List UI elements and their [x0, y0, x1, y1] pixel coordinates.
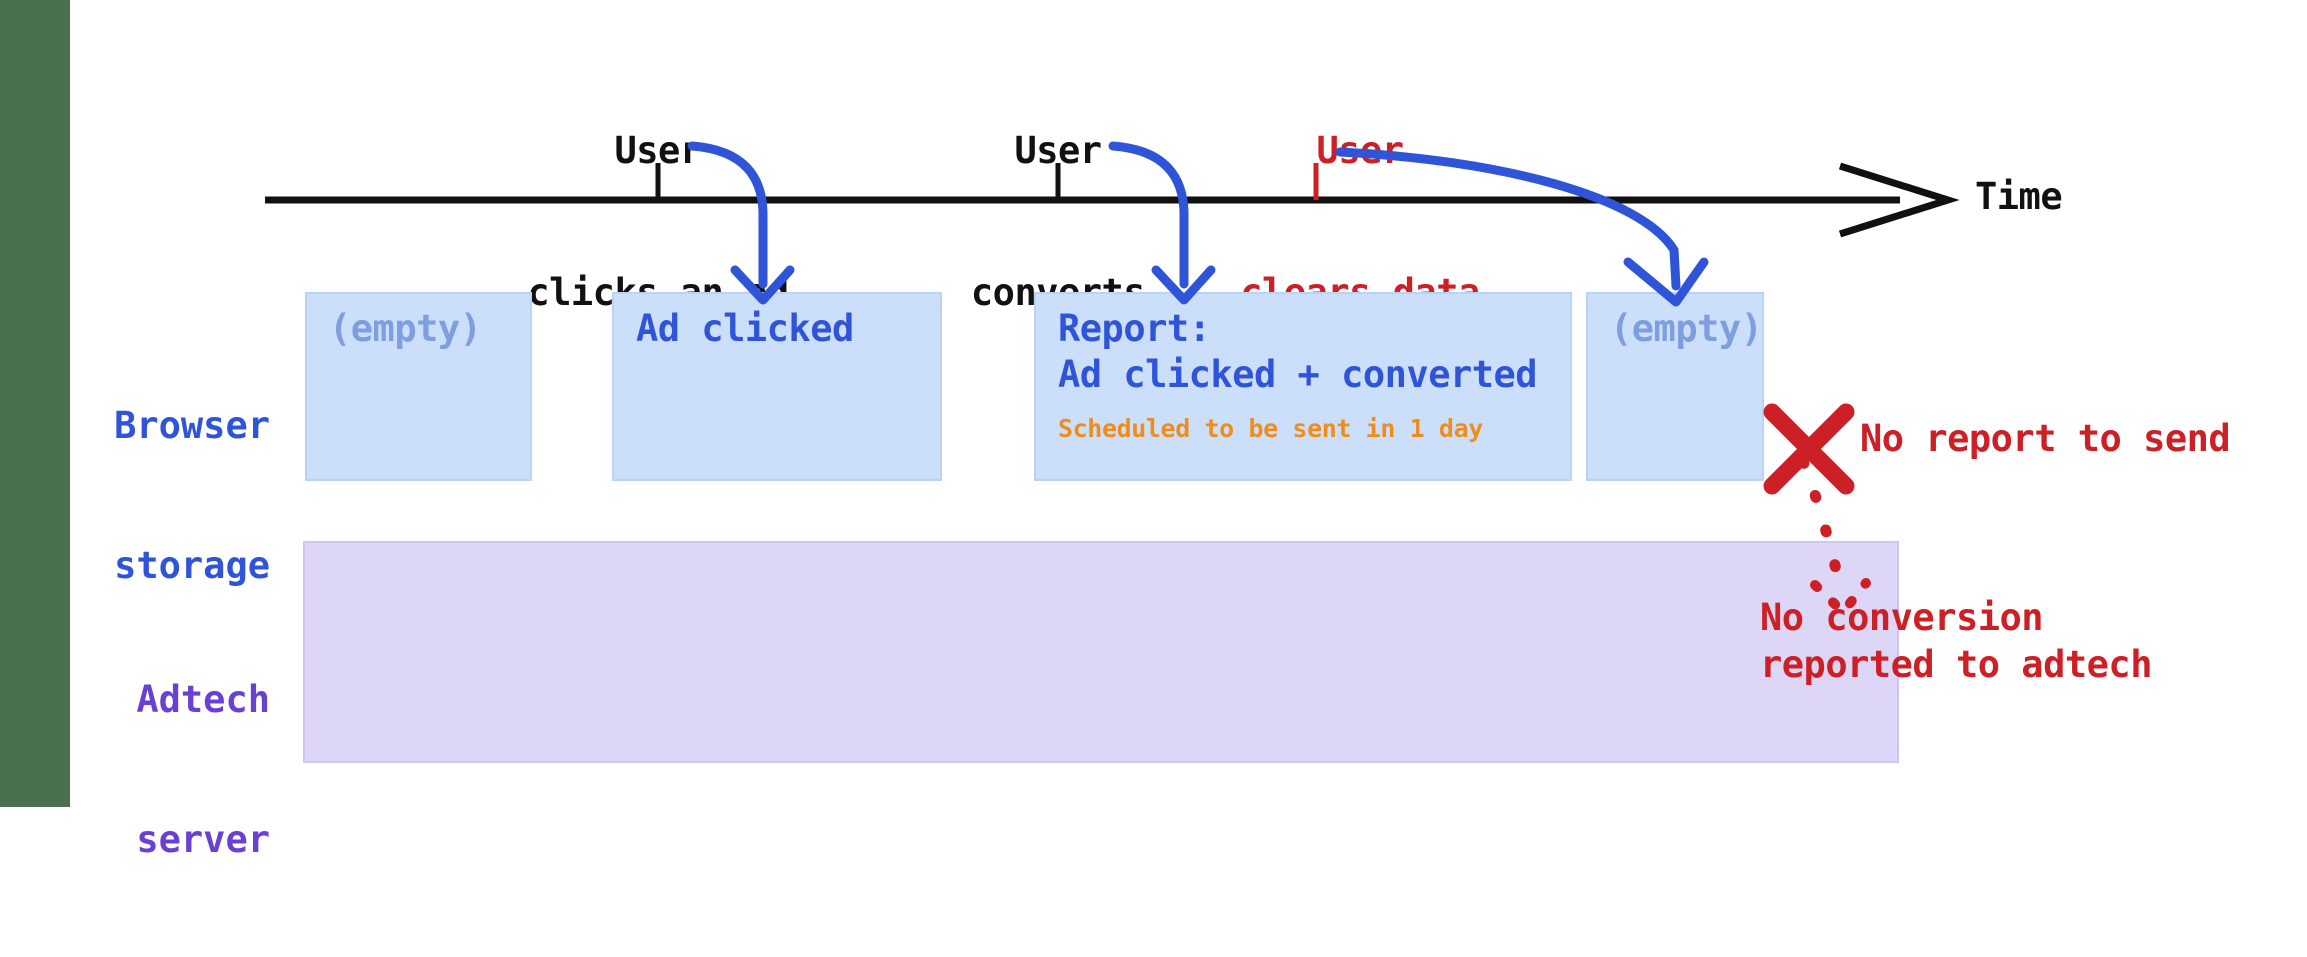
time-axis-arrowhead — [1838, 162, 1960, 238]
diagram-canvas: User clicks an ad User converts User cle… — [0, 0, 2231, 862]
cross-icon — [1763, 403, 1855, 495]
row-label-line1: Adtech — [136, 678, 270, 722]
storage-box-ad-clicked: Ad clicked — [612, 292, 942, 481]
cross-icon — [1763, 403, 1855, 495]
annotation-no-conversion-reported: No conversion reported to adtech — [1760, 596, 2152, 687]
row-label-adtech-server: Adtech server — [40, 584, 270, 957]
storage-box-schedule-note: Scheduled to be sent in 1 day — [1058, 414, 1483, 443]
timeline-event-line1: User — [614, 128, 702, 172]
time-axis-label: Time — [1975, 175, 2063, 218]
row-label-browser-storage: Browser storage — [40, 310, 270, 683]
storage-box-text: Ad clicked — [636, 307, 854, 350]
storage-box-empty-cleared: (empty) — [1586, 292, 1764, 481]
storage-box-text: (empty) — [1610, 307, 1763, 350]
storage-box-empty-initial: (empty) — [305, 292, 532, 481]
row-label-line2: server — [136, 818, 270, 862]
timeline-event-line1: User — [1316, 128, 1404, 172]
annotation-no-report-to-send: No report to send — [1860, 417, 2231, 460]
storage-box-text: (empty) — [329, 307, 482, 350]
left-green-sidebar — [0, 0, 70, 807]
storage-box-report: Report: Ad clicked + converted Scheduled… — [1034, 292, 1572, 481]
adtech-server-box — [303, 541, 1899, 763]
row-label-line1: Browser — [114, 404, 270, 448]
row-label-line2: storage — [114, 544, 270, 588]
storage-box-text: Report: Ad clicked + converted — [1058, 307, 1538, 396]
